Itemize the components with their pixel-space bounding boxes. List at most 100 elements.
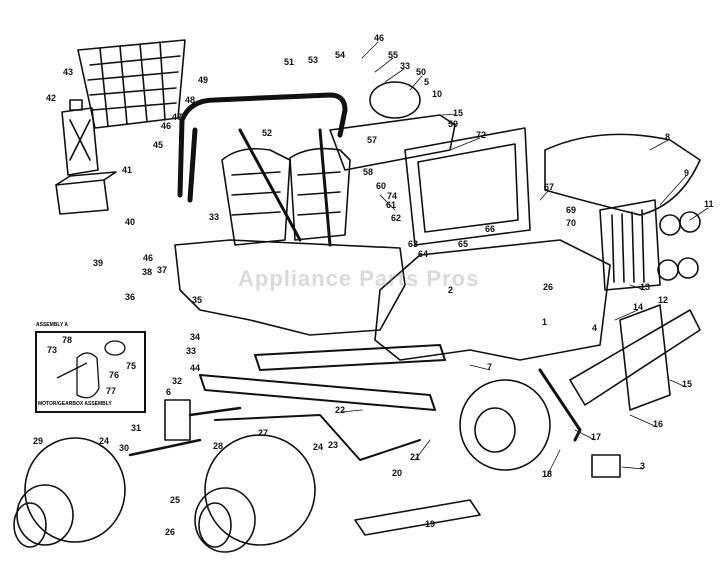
part-label: 52 bbox=[262, 128, 273, 138]
part-label: 1 bbox=[542, 317, 548, 327]
part-label: 7 bbox=[487, 362, 493, 372]
part-label: 24 bbox=[99, 436, 110, 446]
assembly-title: ASSEMBLY A bbox=[36, 322, 69, 328]
hood bbox=[544, 133, 701, 216]
headlight bbox=[659, 214, 681, 236]
part-label: 59 bbox=[448, 119, 459, 129]
part-label: 23 bbox=[328, 440, 339, 450]
part-label: 46 bbox=[143, 253, 154, 263]
part-label: 63 bbox=[408, 239, 419, 249]
part-label: 14 bbox=[633, 302, 644, 312]
part-label: 46 bbox=[374, 33, 385, 43]
front-wheel bbox=[459, 379, 551, 471]
watermark: Appliance Parts Pros bbox=[238, 266, 480, 291]
gearbox bbox=[128, 399, 242, 457]
part-label: 19 bbox=[425, 519, 436, 529]
rear-wheel-right bbox=[194, 434, 316, 553]
part-label: 15 bbox=[682, 379, 693, 389]
part-label: 26 bbox=[543, 282, 554, 292]
assembly-caption: MOTOR/GEARBOX ASSEMBLY bbox=[38, 401, 112, 407]
rear-bracket bbox=[354, 499, 481, 536]
dashboard bbox=[329, 114, 456, 171]
part-label: 69 bbox=[566, 205, 577, 215]
part-label: 25 bbox=[170, 495, 181, 505]
tie-rod bbox=[538, 368, 582, 442]
part-label: 22 bbox=[335, 405, 346, 415]
part-label: 31 bbox=[131, 423, 142, 433]
part-label: 21 bbox=[410, 452, 421, 462]
part-label: 55 bbox=[388, 50, 399, 60]
part-label: 33 bbox=[186, 346, 197, 356]
part-label: 9 bbox=[684, 168, 690, 178]
part-label: 18 bbox=[542, 469, 553, 479]
part-label: 12 bbox=[658, 295, 669, 305]
part-label: 67 bbox=[544, 182, 555, 192]
part-label: 20 bbox=[392, 468, 403, 478]
battery bbox=[55, 171, 117, 215]
part-label: 49 bbox=[198, 75, 209, 85]
part-label: 74 bbox=[387, 191, 398, 201]
part-label: 40 bbox=[125, 217, 136, 227]
steering-wheel bbox=[369, 81, 421, 119]
front-bumper bbox=[569, 304, 701, 411]
part-label: 66 bbox=[485, 224, 496, 234]
rear-wheel-left bbox=[13, 437, 126, 548]
part-label: 77 bbox=[106, 386, 117, 396]
part-label: 35 bbox=[192, 295, 203, 305]
part-label: 6 bbox=[166, 387, 172, 397]
part-label: 32 bbox=[172, 376, 183, 386]
part-label: 4 bbox=[592, 323, 598, 333]
part-label: 58 bbox=[363, 167, 374, 177]
assembly-a-box bbox=[35, 331, 146, 413]
part-label: 11 bbox=[704, 199, 714, 209]
part-label: 28 bbox=[213, 441, 224, 451]
part-label: 50 bbox=[416, 67, 427, 77]
frame bbox=[199, 344, 446, 461]
part-label: 72 bbox=[476, 130, 487, 140]
part-label: 57 bbox=[367, 135, 378, 145]
part-label: 75 bbox=[126, 361, 137, 371]
body bbox=[174, 239, 406, 336]
part-label: 41 bbox=[122, 165, 133, 175]
part-label: 26 bbox=[165, 527, 176, 537]
part-label: 34 bbox=[190, 332, 201, 342]
jerry-can bbox=[61, 99, 99, 176]
windshield bbox=[404, 127, 531, 246]
part-label: 43 bbox=[63, 67, 74, 77]
part-label: 42 bbox=[46, 93, 57, 103]
motor-gearbox-drawing bbox=[56, 340, 126, 399]
grille bbox=[599, 199, 661, 291]
part-label: 3 bbox=[640, 461, 646, 471]
part-label: 16 bbox=[653, 419, 664, 429]
part-label: 2 bbox=[448, 285, 454, 295]
part-label: 76 bbox=[109, 370, 120, 380]
part-label: 78 bbox=[62, 335, 73, 345]
part-label: 36 bbox=[125, 292, 136, 302]
part-label: 45 bbox=[153, 140, 164, 150]
part-label: 15 bbox=[453, 108, 464, 118]
part-label: 61 bbox=[386, 200, 397, 210]
part-label: 51 bbox=[284, 57, 295, 67]
part-label: 30 bbox=[119, 443, 130, 453]
part-label: 73 bbox=[47, 345, 58, 355]
part-label: 17 bbox=[591, 432, 602, 442]
seats bbox=[221, 128, 351, 247]
part-label: 48 bbox=[185, 95, 196, 105]
part-label: 44 bbox=[190, 363, 201, 373]
part-label: 47 bbox=[172, 112, 183, 122]
part-label: 37 bbox=[157, 265, 168, 275]
part-label: 33 bbox=[400, 61, 411, 71]
part-label: 46 bbox=[161, 121, 172, 131]
part-label: 8 bbox=[665, 132, 671, 142]
part-label: 27 bbox=[258, 428, 269, 438]
part-label: 5 bbox=[424, 77, 430, 87]
front-body bbox=[374, 239, 611, 361]
part-label: 13 bbox=[640, 282, 651, 292]
part-label: 62 bbox=[391, 213, 402, 223]
part-label: 29 bbox=[33, 436, 44, 446]
part-label: 33 bbox=[209, 212, 220, 222]
part-label: 64 bbox=[418, 249, 429, 259]
charger bbox=[591, 454, 621, 478]
